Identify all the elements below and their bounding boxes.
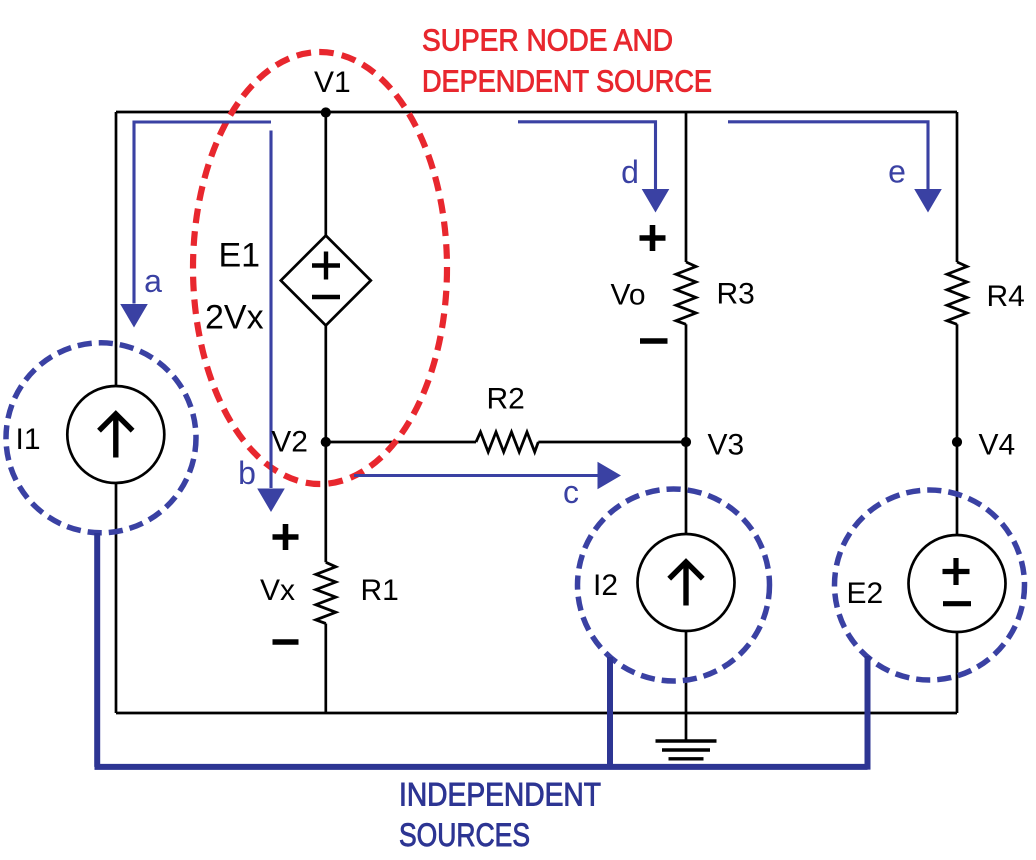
svg-text:V1: V1 xyxy=(314,66,351,99)
svg-text:V4: V4 xyxy=(979,429,1016,462)
svg-text:d: d xyxy=(621,154,639,190)
svg-text:Vx: Vx xyxy=(260,574,295,607)
svg-text:e: e xyxy=(888,154,906,190)
svg-text:R3: R3 xyxy=(717,278,755,311)
svg-text:DEPENDENT SOURCE: DEPENDENT SOURCE xyxy=(422,64,712,99)
svg-text:V3: V3 xyxy=(708,429,745,462)
svg-text:R1: R1 xyxy=(361,574,399,607)
svg-text:E1: E1 xyxy=(219,236,261,274)
svg-text:R4: R4 xyxy=(987,280,1025,313)
svg-text:E2: E2 xyxy=(847,577,884,610)
svg-text:SOURCES: SOURCES xyxy=(399,817,530,853)
svg-text:2Vx: 2Vx xyxy=(205,299,264,337)
svg-text:Vo: Vo xyxy=(611,279,646,312)
svg-text:V2: V2 xyxy=(271,426,308,459)
svg-text:SUPER NODE AND: SUPER NODE AND xyxy=(422,23,673,58)
svg-text:INDEPENDENT: INDEPENDENT xyxy=(399,777,601,813)
svg-text:I1: I1 xyxy=(16,423,41,456)
svg-text:R2: R2 xyxy=(487,383,525,416)
svg-text:I2: I2 xyxy=(593,569,618,602)
svg-text:b: b xyxy=(238,455,256,491)
svg-text:c: c xyxy=(563,474,579,510)
svg-text:a: a xyxy=(144,263,162,299)
